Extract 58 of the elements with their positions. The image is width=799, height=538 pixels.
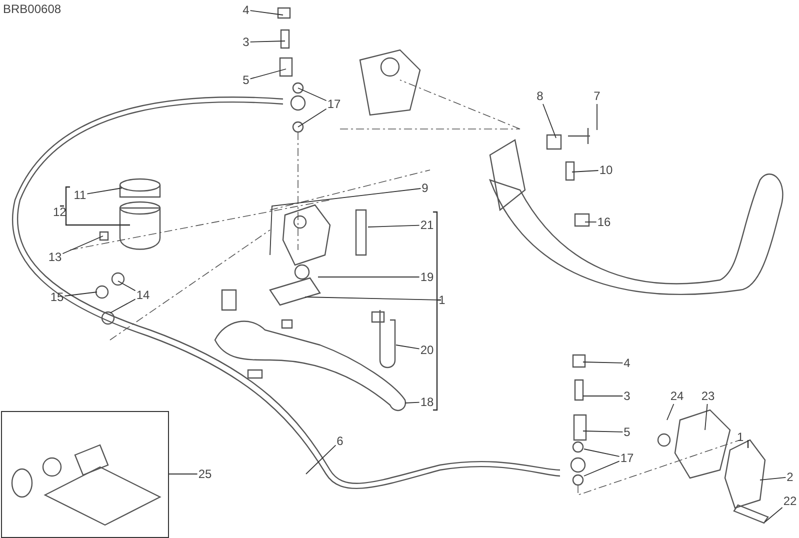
callout-number: 3: [242, 35, 250, 49]
callout-number: 7: [594, 89, 600, 103]
callout-number: 1: [737, 430, 744, 444]
leader-line: [86, 188, 122, 194]
callout-number: 19: [420, 270, 434, 284]
leader-line: [250, 40, 286, 42]
callout-number: 11: [74, 188, 86, 202]
callout-number: 9: [422, 181, 428, 195]
drawing-code: BRB00608: [3, 2, 62, 16]
leader-line: [298, 108, 327, 128]
callout-number: 4: [624, 356, 630, 370]
callout-number: 21: [420, 218, 434, 232]
callout-number: 10: [599, 163, 613, 177]
kit-frame: [1, 411, 169, 538]
leader-line: [582, 430, 624, 432]
leader-line: [110, 298, 136, 314]
leader-line: [118, 280, 136, 292]
leader-line: [270, 188, 422, 256]
leader-line: [318, 276, 420, 278]
leader-line: [542, 104, 556, 138]
callout-number: 22: [783, 494, 797, 508]
leader-line: [368, 224, 420, 228]
callout-number: 25: [198, 467, 212, 481]
leader-line: [572, 170, 599, 172]
leader-line: [250, 10, 284, 16]
callout-number: 3: [624, 389, 630, 403]
leader-line: [760, 476, 786, 480]
callout-number: 24: [670, 389, 684, 403]
callout-number: 8: [536, 89, 544, 103]
leader-line: [298, 88, 327, 102]
leader-line: [62, 236, 104, 254]
callout-number: 20: [420, 343, 434, 357]
leader-line: [584, 448, 620, 457]
callout-number: 2: [786, 470, 794, 484]
callout-number: 15: [50, 290, 64, 304]
callout-number: 5: [624, 425, 630, 439]
leader-line: [582, 362, 624, 364]
callout-number: 6: [336, 434, 344, 448]
callout-number: 17: [620, 451, 634, 465]
leader-line: [404, 402, 420, 404]
callout-number: 1: [438, 293, 446, 307]
callout-number: 13: [48, 250, 62, 264]
leader-line: [306, 444, 336, 474]
leader-line: [666, 404, 674, 420]
callout-number: 4: [242, 3, 250, 17]
callout-number: 23: [701, 389, 715, 403]
callout-number: 5: [242, 73, 250, 87]
callout-number: 16: [597, 215, 611, 229]
leader-line: [396, 344, 420, 350]
leader-line: [304, 296, 438, 300]
leader-line: [764, 507, 783, 522]
leader-line: [250, 68, 286, 80]
leader-line: [64, 292, 98, 296]
leader-line: [596, 104, 598, 130]
callout-number: 18: [420, 395, 434, 409]
callout-number: 14: [136, 288, 150, 302]
leader-line: [584, 460, 620, 476]
callout-number: 17: [327, 97, 341, 111]
